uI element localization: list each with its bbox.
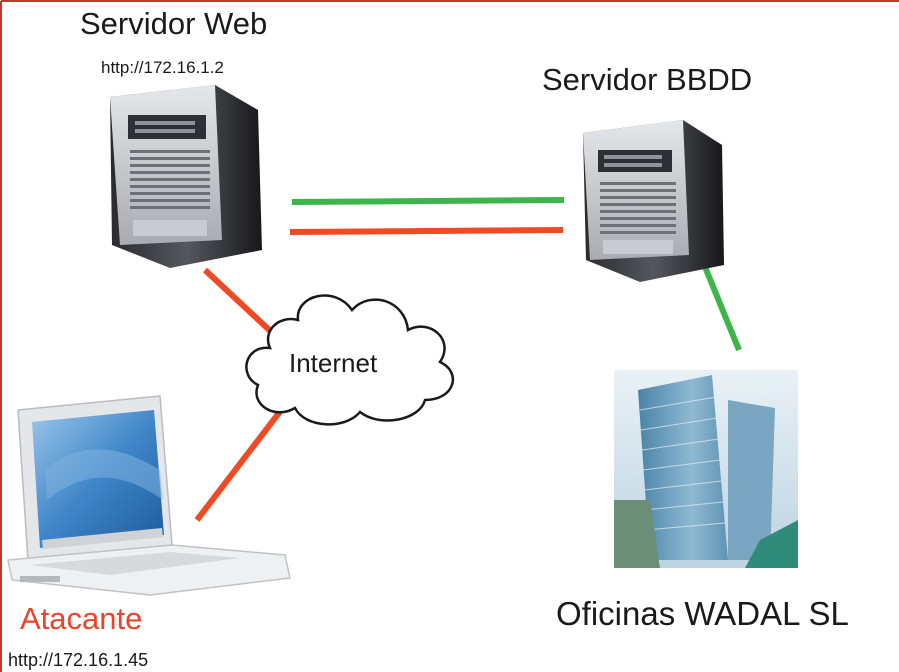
laptop-icon xyxy=(7,395,291,596)
office-building-icon xyxy=(614,370,798,568)
office-title: Oficinas WADAL SL xyxy=(556,595,849,632)
link-internet-attacker xyxy=(194,403,288,522)
attacker-url: http://172.16.1.45 xyxy=(8,650,149,670)
web-server-title: Servidor Web xyxy=(80,6,268,41)
attacker-title: Atacante xyxy=(20,601,143,636)
link-web-db-green xyxy=(291,197,565,205)
link-web-db-red xyxy=(289,227,564,235)
db-server-title: Servidor BBDD xyxy=(542,62,753,97)
web-server-url: http://172.16.1.2 xyxy=(101,58,224,77)
db-server-icon xyxy=(583,120,724,282)
link-web-internet xyxy=(202,267,283,343)
web-server-icon xyxy=(110,85,262,268)
link-db-office xyxy=(700,260,742,352)
internet-label: Internet xyxy=(289,348,378,378)
cloud-icon xyxy=(245,294,455,426)
